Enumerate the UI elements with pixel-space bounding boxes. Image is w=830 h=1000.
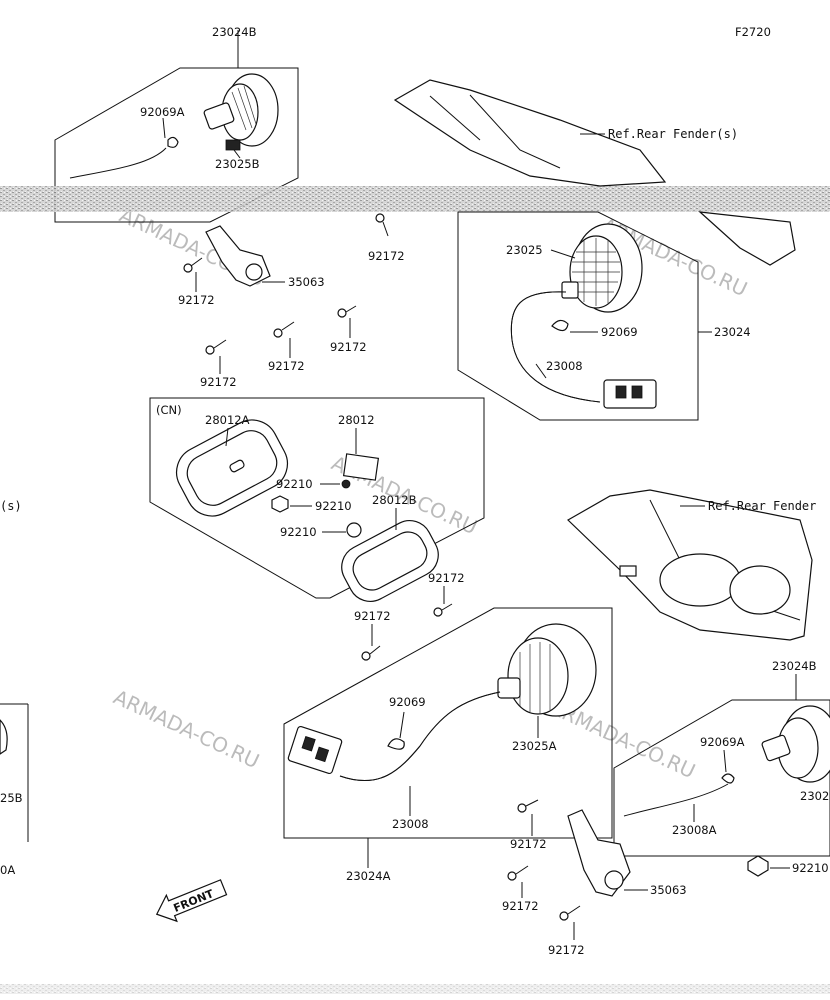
label-92172-e: 92172 [200, 375, 237, 389]
rear-fender-top: Ref.Rear Fender(s) [393, 79, 796, 266]
label-28012: 28012 [338, 413, 375, 427]
nut-92210-c [346, 522, 362, 538]
label-25B-left: 25B [0, 791, 23, 805]
screw-92172-d [273, 321, 295, 338]
label-23008-b: 23008 [392, 817, 429, 831]
label-92069: 92069 [601, 325, 638, 339]
rear-fender-mid: Ref.Rear Fender [567, 489, 816, 641]
screws-mid: 92172 92172 [354, 571, 465, 661]
label-23008: 23008 [546, 359, 583, 373]
screw-92172-h [517, 799, 539, 813]
label-23024: 23024 [714, 325, 751, 339]
screw-92172-e [205, 339, 227, 355]
label-92172-a: 92172 [178, 293, 215, 307]
ref-rear-fender-top: Ref.Rear Fender(s) [608, 127, 738, 141]
label-92069-b: 92069 [389, 695, 426, 709]
label-0A-left: 0A [0, 863, 15, 877]
label-92172-i: 92172 [502, 899, 539, 913]
label-35063-bottom: 35063 [650, 883, 687, 897]
bracket-35063-bottom: 35063 [567, 809, 687, 897]
socket-23025B-top [203, 73, 279, 151]
label-92210-c: 92210 [280, 525, 317, 539]
label-28012B: 28012B [372, 493, 417, 507]
label-92172-c: 92172 [330, 340, 367, 354]
label-2302-right: 2302 [800, 789, 829, 803]
watermark-4: ARMADA-CO.RU [110, 685, 263, 773]
label-92172-b: 92172 [368, 249, 405, 263]
ref-rear-fender-mid: Ref.Rear Fender [708, 499, 816, 513]
nut-92210-right [747, 855, 769, 877]
screw-92172-a [183, 257, 203, 273]
screws-bottom: 92172 92172 92172 [502, 799, 585, 957]
screws-top: 92172 92172 92172 92172 92172 [178, 213, 405, 389]
label-23008A: 23008A [672, 823, 717, 837]
assembly-23024B-right: 23024B 2302 92069A 23008A 92210 [613, 659, 830, 877]
figure-code: F2720 [735, 25, 771, 39]
nut-92210-a [341, 479, 351, 489]
socket-right [761, 705, 830, 783]
nut-92210-b [271, 495, 289, 513]
assembly-23024A: 23025A 23008 92069 23024A [283, 607, 613, 883]
cn-reflector-group: (CN) 28012A 28012 92210 92210 92210 2801… [149, 397, 485, 602]
label-92172-h: 92172 [510, 837, 547, 851]
bracket-35063-top: 35063 [205, 225, 325, 289]
label-23025A: 23025A [512, 739, 557, 753]
label-92172-g: 92172 [354, 609, 391, 623]
label-92172-d: 92172 [268, 359, 305, 373]
ref-left-partial: (s) [0, 499, 22, 513]
cn-label: (CN) [156, 403, 182, 417]
label-92210-right: 92210 [792, 861, 829, 875]
label-92210-a: 92210 [276, 477, 313, 491]
socket-23025A [497, 623, 597, 717]
reflector-28012B [341, 520, 439, 602]
screw-92172-c [337, 305, 357, 318]
front-arrow: FRONT [155, 879, 228, 923]
label-92069A-top: 92069A [140, 105, 185, 119]
reflector-28012A [175, 419, 289, 517]
screw-92172-g [361, 645, 381, 661]
screw-92172-i [507, 865, 529, 881]
label-23024A: 23024A [346, 869, 391, 883]
label-92069A-right: 92069A [700, 735, 745, 749]
label-92172-f: 92172 [428, 571, 465, 585]
assembly-left-partial: 25B 0A [0, 703, 29, 877]
label-23025: 23025 [506, 243, 543, 257]
scan-noise-bottom [0, 984, 830, 994]
label-35063-top: 35063 [288, 275, 325, 289]
label-28012A: 28012A [205, 413, 250, 427]
assembly-23024: 23025 92069 23008 23024 [457, 211, 751, 421]
screw-92172-j [559, 905, 581, 921]
label-23025B-top: 23025B [215, 157, 260, 171]
screw-92172-b [375, 213, 389, 237]
label-92172-j: 92172 [548, 943, 585, 957]
screw-92172-f [433, 603, 453, 617]
scan-noise-band [0, 186, 830, 212]
label-23024B-right: 23024B [772, 659, 817, 673]
socket-23025 [561, 223, 643, 313]
label-92210-b: 92210 [315, 499, 352, 513]
assembly-23024B-top: 23024B 23025B 92069A [54, 25, 299, 223]
label-23024B-top: 23024B [212, 25, 257, 39]
